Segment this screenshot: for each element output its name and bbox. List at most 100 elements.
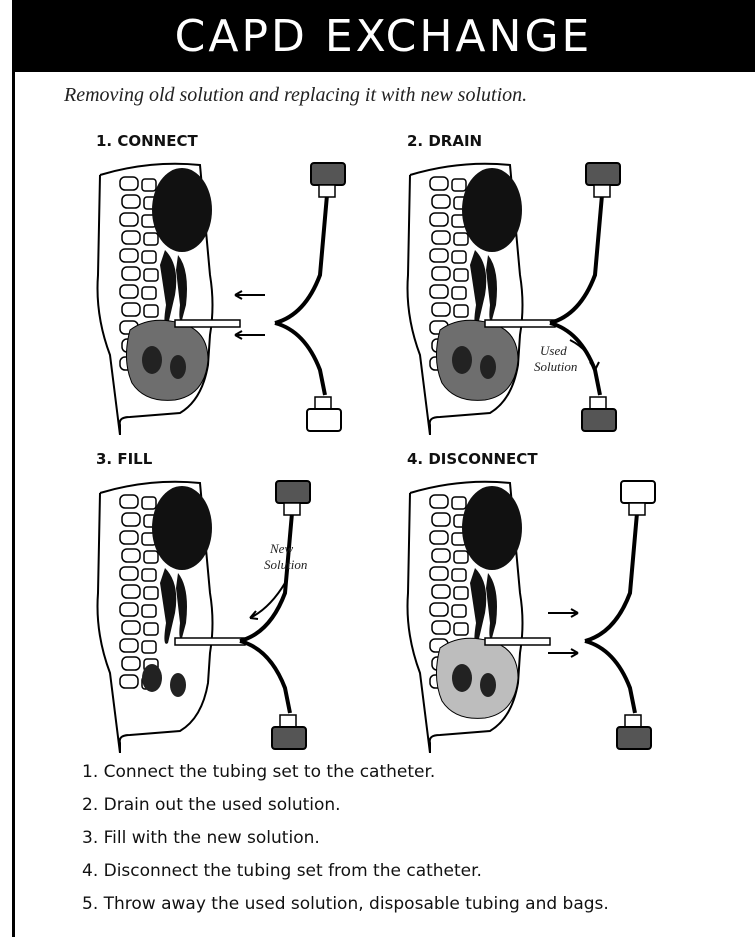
vertebra bbox=[122, 231, 140, 244]
vertebra-body bbox=[142, 179, 156, 191]
vertebra-body bbox=[454, 587, 468, 599]
vertebra bbox=[122, 195, 140, 208]
organ-loop bbox=[452, 346, 472, 374]
tubing-lower bbox=[275, 323, 325, 395]
vertebra bbox=[432, 549, 450, 562]
annotation-line2: Solution bbox=[264, 557, 307, 572]
bag-port bbox=[625, 715, 641, 727]
abdominal-fluid bbox=[436, 320, 518, 400]
arrow-icon bbox=[235, 291, 265, 299]
abdominal-fluid bbox=[126, 320, 208, 400]
vertebra-body bbox=[144, 551, 158, 563]
vertebra bbox=[432, 195, 450, 208]
vertebra-body bbox=[144, 623, 158, 635]
vertebra bbox=[120, 531, 138, 544]
vertebra bbox=[430, 603, 448, 616]
organ-loop bbox=[170, 355, 186, 379]
vertebra-body bbox=[142, 497, 156, 509]
drain-bag-bottom bbox=[272, 727, 306, 749]
vertebra bbox=[432, 267, 450, 280]
panel-label-fill: 3. FILL bbox=[96, 450, 152, 468]
annotation-line2: Solution bbox=[534, 359, 577, 374]
catheter bbox=[175, 638, 245, 645]
vertebra bbox=[122, 549, 140, 562]
vertebra bbox=[120, 249, 138, 262]
fill-illustration: NewSolution bbox=[90, 473, 380, 753]
vertebra bbox=[122, 621, 140, 634]
connect-illustration bbox=[90, 155, 380, 435]
drain-bag-bottom bbox=[582, 409, 616, 431]
panel-label-connect: 1. CONNECT bbox=[96, 132, 198, 150]
organ-loop bbox=[452, 664, 472, 692]
catheter bbox=[485, 638, 550, 645]
vertebra bbox=[120, 567, 138, 580]
steps-list: 1. Connect the tubing set to the cathete… bbox=[82, 756, 609, 921]
organ-lung bbox=[152, 168, 212, 252]
vertebra-body bbox=[142, 641, 156, 653]
vertebra-body bbox=[454, 623, 468, 635]
vertebra bbox=[120, 285, 138, 298]
vertebra bbox=[120, 603, 138, 616]
organ-lung bbox=[462, 486, 522, 570]
panel-label-drain: 2. DRAIN bbox=[407, 132, 482, 150]
step-item: 2. Drain out the used solution. bbox=[82, 789, 609, 822]
bag-port bbox=[284, 503, 300, 515]
vertebra bbox=[120, 675, 138, 688]
vertebra bbox=[432, 585, 450, 598]
organ-loop bbox=[480, 355, 496, 379]
vertebra bbox=[120, 213, 138, 226]
organ-loop bbox=[142, 664, 162, 692]
solution-bag-top bbox=[311, 163, 345, 185]
panel-label-disconnect: 4. DISCONNECT bbox=[407, 450, 538, 468]
vertebra bbox=[432, 513, 450, 526]
arrow-icon bbox=[548, 609, 578, 617]
arrow-icon bbox=[548, 649, 578, 657]
step-item: 3. Fill with the new solution. bbox=[82, 822, 609, 855]
vertebra-body bbox=[144, 305, 158, 317]
bag-port bbox=[315, 397, 331, 409]
catheter bbox=[485, 320, 555, 327]
vertebra bbox=[432, 231, 450, 244]
vertebra bbox=[430, 495, 448, 508]
vertebra-body bbox=[452, 605, 466, 617]
solution-bag-top bbox=[586, 163, 620, 185]
annotation-line1: New bbox=[269, 541, 293, 556]
vertebra bbox=[430, 285, 448, 298]
vertebra bbox=[430, 249, 448, 262]
vertebra-body bbox=[454, 269, 468, 281]
vertebra bbox=[122, 657, 140, 670]
tubing-upper bbox=[275, 195, 327, 323]
title-bar: CAPD EXCHANGE bbox=[12, 0, 755, 72]
vertebra-body bbox=[452, 179, 466, 191]
organ-loop bbox=[480, 673, 496, 697]
vertebra-body bbox=[452, 251, 466, 263]
vertebra-body bbox=[142, 287, 156, 299]
step-item: 4. Disconnect the tubing set from the ca… bbox=[82, 855, 609, 888]
vertebra-body bbox=[144, 233, 158, 245]
vertebra bbox=[432, 303, 450, 316]
drain-bag-bottom bbox=[617, 727, 651, 749]
tubing-upper bbox=[550, 195, 602, 323]
vertebra bbox=[122, 267, 140, 280]
solution-bag-top bbox=[276, 481, 310, 503]
tubing-upper bbox=[240, 513, 292, 641]
vertebra-body bbox=[142, 569, 156, 581]
vertebra-body bbox=[452, 497, 466, 509]
arrow-icon bbox=[235, 331, 265, 339]
organ-lung bbox=[462, 168, 522, 252]
vertebra-body bbox=[452, 569, 466, 581]
vertebra bbox=[120, 495, 138, 508]
vertebra-body bbox=[142, 605, 156, 617]
tubing-lower bbox=[585, 641, 635, 713]
tubing-upper bbox=[585, 513, 637, 641]
vertebra-body bbox=[454, 305, 468, 317]
vertebra bbox=[430, 177, 448, 190]
vertebra-body bbox=[454, 233, 468, 245]
step-item: 1. Connect the tubing set to the cathete… bbox=[82, 756, 609, 789]
page-title: CAPD EXCHANGE bbox=[175, 11, 593, 62]
vertebra-body bbox=[144, 269, 158, 281]
vertebra-body bbox=[142, 251, 156, 263]
vertebra-body bbox=[144, 587, 158, 599]
organ-loop bbox=[170, 673, 186, 697]
organ-lung bbox=[152, 486, 212, 570]
